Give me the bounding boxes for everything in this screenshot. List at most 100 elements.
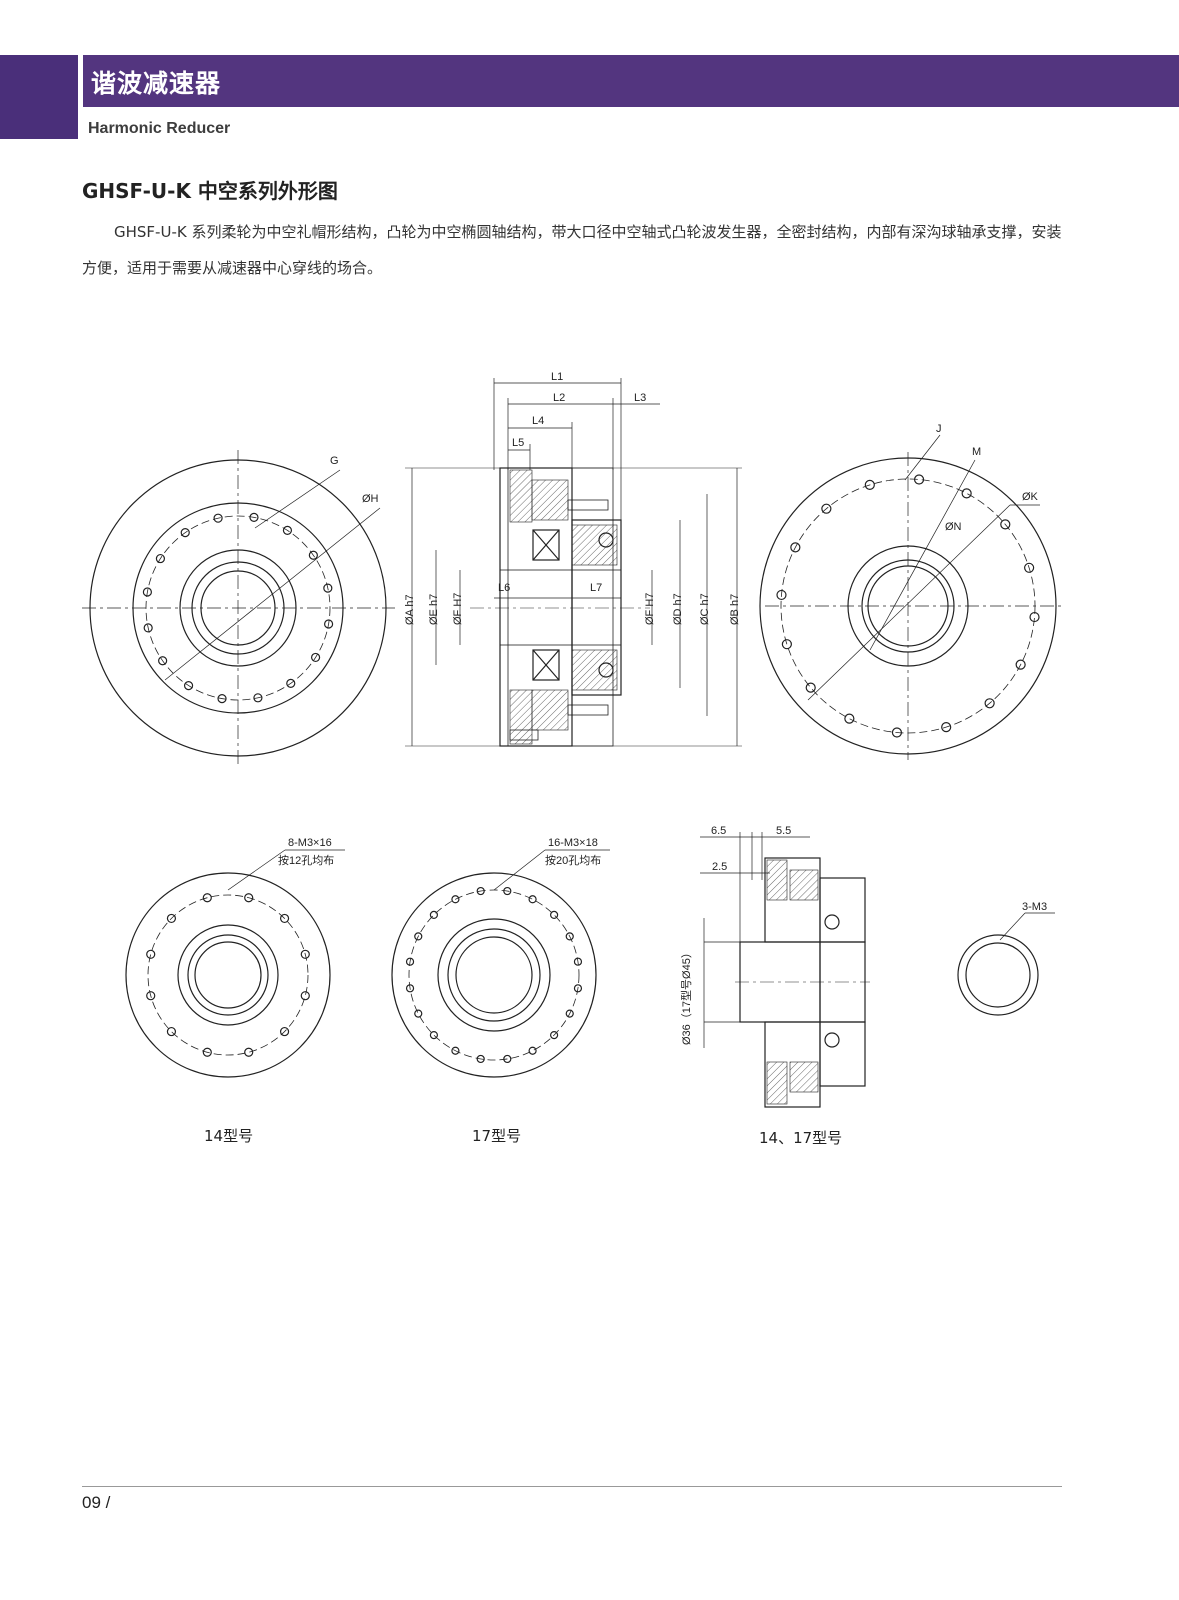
label-F: ØF H7 xyxy=(452,593,464,625)
bolt-hole xyxy=(300,949,310,959)
bolt-hole xyxy=(864,479,875,490)
page-title: 谐波减速器 xyxy=(91,69,222,98)
bolt-hole xyxy=(244,893,254,903)
bolt-hole xyxy=(249,512,259,522)
model14-view xyxy=(125,849,345,1078)
bolt-hole xyxy=(776,589,787,601)
bolt-hole xyxy=(282,525,293,536)
bolt-hole xyxy=(166,1026,177,1037)
bolt-hole xyxy=(310,652,321,663)
label-M: M xyxy=(972,446,981,458)
bolt-hole xyxy=(503,886,512,896)
label-L3: L3 xyxy=(634,392,646,404)
bolt-hole xyxy=(476,886,485,896)
label-A: ØA h7 xyxy=(404,594,416,625)
bolt-hole xyxy=(805,682,816,693)
bolt-hole xyxy=(414,1009,423,1018)
bolt-hole xyxy=(300,991,310,1001)
bolt-hole xyxy=(844,713,855,724)
label-G: G xyxy=(330,455,339,467)
label-17-1: 16-M3×18 xyxy=(548,837,598,849)
bolt-hole xyxy=(1000,519,1011,530)
caption-model1417: 14、17型号 xyxy=(759,1129,843,1147)
bolt-hole xyxy=(451,895,460,904)
bolt-hole xyxy=(565,932,574,941)
bolt-hole xyxy=(253,693,263,703)
label-L2: L2 xyxy=(553,392,565,404)
bolt-hole xyxy=(323,583,333,593)
bolt-hole xyxy=(405,957,415,966)
label-H: ØH xyxy=(362,493,379,505)
label-36: Ø36（17型号Ø45） xyxy=(679,947,693,1045)
bolt-hole xyxy=(213,513,223,523)
label-F2: ØF H7 xyxy=(644,593,656,625)
bolt-hole xyxy=(244,1047,254,1057)
page-subtitle: Harmonic Reducer xyxy=(88,120,231,137)
bolt-hole xyxy=(146,991,156,1001)
rear-view-right xyxy=(759,434,1065,760)
label-L4: L4 xyxy=(532,415,544,427)
bolt-hole xyxy=(217,694,227,704)
bolt-hole xyxy=(476,1054,485,1064)
bolt-hole xyxy=(821,503,832,514)
label-14-2: 按12孔均布 xyxy=(278,853,334,867)
label-D: ØD h7 xyxy=(672,593,684,625)
bolt-hole xyxy=(1024,562,1035,573)
label-m3: 3-M3 xyxy=(1022,901,1047,913)
label-L7: L7 xyxy=(590,582,602,594)
bolt-hole xyxy=(324,619,334,629)
bolt-hole xyxy=(180,528,190,538)
bolt-hole xyxy=(1015,659,1026,670)
bolt-hole xyxy=(155,553,166,564)
bolt-hole xyxy=(961,488,972,499)
header-title-bar: 谐波减速器 xyxy=(83,55,1179,107)
bolt-hole xyxy=(913,474,925,485)
bolt-hole xyxy=(308,550,318,560)
bolt-hole xyxy=(286,678,296,688)
bolt-hole xyxy=(573,984,583,993)
label-L5: L5 xyxy=(512,437,524,449)
bolt-hole xyxy=(166,913,177,924)
bolt-hole xyxy=(503,1054,512,1064)
model17-view xyxy=(391,849,610,1078)
bolt-hole xyxy=(158,656,168,666)
bolt-hole xyxy=(202,1047,212,1057)
header-side-block xyxy=(0,55,78,139)
bolt-hole xyxy=(142,587,152,597)
label-14-1: 8-M3×16 xyxy=(288,837,332,849)
bolt-hole xyxy=(790,542,801,553)
bolt-hole xyxy=(414,932,423,941)
bolt-hole xyxy=(279,913,290,924)
bolt-hole xyxy=(183,680,194,691)
bolt-hole xyxy=(984,698,995,709)
label-N: ØN xyxy=(945,521,962,533)
bolt-hole xyxy=(429,1031,438,1040)
label-17-2: 按20孔均布 xyxy=(545,853,601,867)
bolt-hole xyxy=(202,893,212,903)
bolt-hole xyxy=(550,910,559,919)
bolt-hole xyxy=(143,623,153,633)
label-65: 6.5 xyxy=(711,825,726,837)
caption-model14: 14型号 xyxy=(204,1127,254,1145)
section-title: GHSF-U-K 中空系列外形图 xyxy=(82,179,338,203)
section-view xyxy=(405,378,742,747)
label-25: 2.5 xyxy=(712,861,727,873)
bolt-hole xyxy=(550,1031,559,1040)
label-B: ØB h7 xyxy=(729,594,741,625)
bolt-hole xyxy=(1029,611,1040,623)
page-number: 09 / xyxy=(82,1493,111,1512)
label-L1: L1 xyxy=(551,371,563,383)
label-C: ØC h7 xyxy=(699,593,711,625)
bolt-hole xyxy=(405,984,415,993)
model1417-section xyxy=(700,832,1055,1108)
bolt-hole xyxy=(279,1026,290,1037)
bolt-hole xyxy=(565,1009,574,1018)
label-L6: L6 xyxy=(498,582,510,594)
section-description: GHSF-U-K 系列柔轮为中空礼帽形结构，凸轮为中空椭圆轴结构，带大口径中空轴… xyxy=(82,223,1062,277)
label-E: ØE h7 xyxy=(428,594,440,625)
bolt-hole xyxy=(941,722,952,733)
label-55: 5.5 xyxy=(776,825,791,837)
front-view-left xyxy=(82,450,395,765)
bolt-hole xyxy=(573,957,583,966)
